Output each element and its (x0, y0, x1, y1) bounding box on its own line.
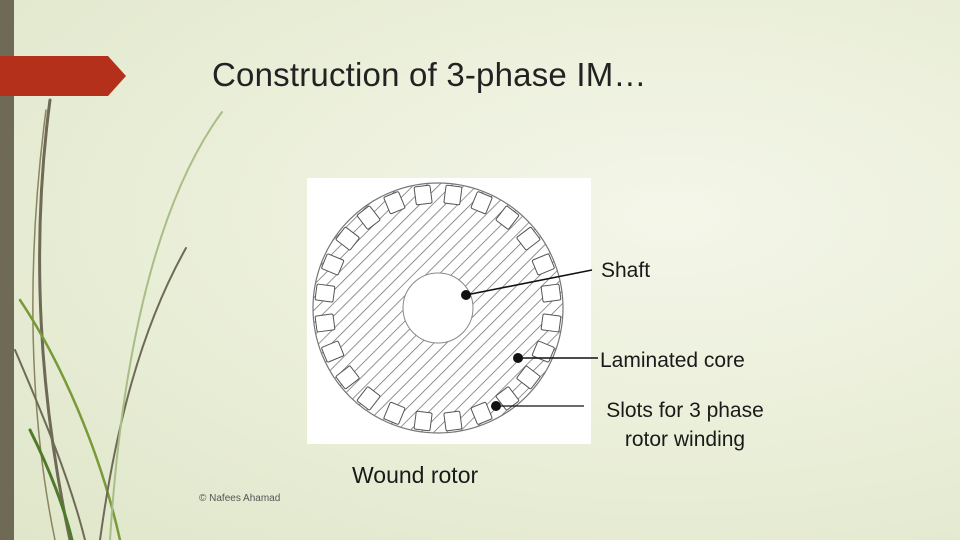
rotor-slot (540, 313, 562, 333)
rotor-slot (470, 401, 493, 425)
rotor-slot (335, 226, 360, 251)
rotor-slot (443, 184, 463, 206)
leader-line-shaft (465, 269, 593, 296)
rotor-slot (531, 340, 555, 363)
leader-dot-core (513, 353, 523, 363)
label-laminated-core: Laminated core (600, 349, 745, 372)
label-slots: Slots for 3 phase rotor winding (590, 396, 780, 454)
label-slots-line2: rotor winding (624, 428, 746, 451)
rotor-slot (531, 253, 555, 276)
rotor-slots (314, 184, 562, 432)
rotor-slot (495, 205, 520, 230)
label-shaft: Shaft (601, 259, 651, 282)
leader-dot-slots (491, 401, 501, 411)
figure-caption: Wound rotor (352, 462, 479, 488)
rotor-slot (413, 410, 433, 432)
rotor-slot (356, 205, 381, 230)
leader-dot-shaft (461, 290, 471, 300)
rotor-slot (356, 386, 381, 411)
rotor-slot (470, 191, 493, 215)
rotor-slot (443, 410, 463, 432)
rotor-slot (383, 401, 406, 425)
rotor-slot (321, 253, 345, 276)
copyright-text: © Nafees Ahamad (199, 493, 281, 504)
rotor-slot (516, 226, 541, 251)
slide-title: Construction of 3-phase IM… (212, 56, 647, 93)
rotor-slot (540, 283, 562, 303)
label-slots-line1: Slots for 3 phase (606, 399, 764, 422)
rotor-shaft (402, 272, 474, 344)
rotor-slot (314, 283, 336, 303)
title-marker-arrow (0, 56, 126, 96)
rotor-slot (413, 184, 433, 206)
rotor-slot (314, 313, 336, 333)
rotor-slot (321, 340, 345, 363)
rotor-slot (516, 365, 541, 390)
slide-sidebar-bar (0, 0, 14, 540)
rotor-slot (383, 191, 406, 215)
rotor-slot (335, 365, 360, 390)
